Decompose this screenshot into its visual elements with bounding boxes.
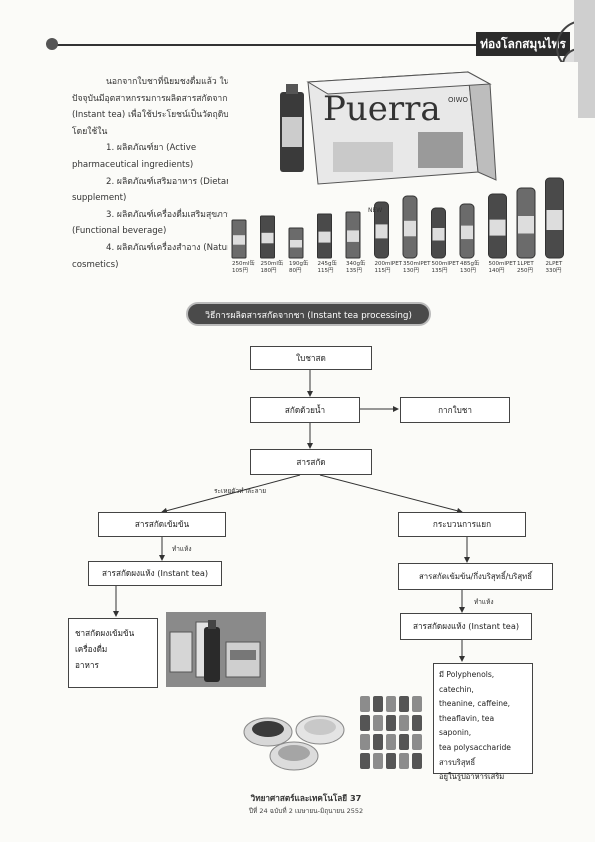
footer-title: วิทยาศาสตร์และเทคโนโลยี 37 <box>250 793 362 803</box>
step-separation: กระบวนการแยก <box>398 512 526 537</box>
instant-tea-products-photo <box>166 612 266 687</box>
tea-powder-photo <box>238 696 350 778</box>
step-dry-powder: สารสกัดผงแห้ง (Instant tea) <box>88 561 222 586</box>
footer-subtitle: ปีที่ 24 ฉบับที่ 2 เมษายน-มิถุนายน 2552 <box>248 807 364 815</box>
label-dry-right: ทำแห้ง <box>474 598 494 606</box>
step-extract: สารสกัด <box>250 449 372 475</box>
header-bullet-icon <box>46 38 58 50</box>
step-dry-powder-right: สารสกัดผงแห้ง (Instant tea) <box>400 613 532 640</box>
left-result-box: ชาสกัดผงเข้มข้น เครื่องดื่ม อาหาร <box>68 618 158 688</box>
new-label: NEW <box>368 207 382 214</box>
intro-item: 3. ผลิตภัณฑ์เครื่องดื่มเสริมสุขภาพ (Func… <box>72 209 234 237</box>
right-result-box: มี Polyphenols, catechin, theanine, caff… <box>433 663 533 781</box>
intro-text: นอกจากใบชาที่นิยมชงดื่มแล้ว ในปัจจุบันมี… <box>72 74 254 273</box>
step-concentrate: สารสกัดเข้มข้น <box>98 512 226 537</box>
step-purified: สารสกัดเข้มข้น/กึ่งบริสุทธิ์/บริสุทธิ์ <box>398 563 553 590</box>
intro-item: 1. ผลิตภัณฑ์ยา (Active pharmaceutical in… <box>72 143 197 170</box>
left-result-line: อาหาร <box>75 660 99 670</box>
right-result-line: สารบริสุทธิ์ <box>439 757 476 767</box>
supplements-photo <box>356 690 428 772</box>
right-result-line: tea polysaccharide <box>439 742 511 752</box>
product-box-text: OIWO <box>448 96 468 104</box>
right-result-line: theanine, caffeine, <box>439 699 511 709</box>
left-result-line: เครื่องดื่ม <box>75 644 108 654</box>
step-residue: กากใบชา <box>400 397 510 423</box>
step-water-extract: สกัดด้วยน้ำ <box>250 397 360 423</box>
intro-paragraph: นอกจากใบชาที่นิยมชงดื่มแล้ว ในปัจจุบันมี… <box>72 77 240 137</box>
right-result-line: มี Polyphenols, catechin, <box>439 670 495 694</box>
label-dry-left: ทำแห้ง <box>172 545 192 553</box>
step-fresh-leaf: ใบชาสด <box>250 346 372 370</box>
section-title: ท่องโลกสมุนไพร <box>476 32 570 56</box>
intro-item: 4. ผลิตภัณฑ์เครื่องสำอาง (Natural cosmet… <box>72 242 239 270</box>
right-result-line: อยู่ในรูปอาหารเสริม <box>439 772 505 782</box>
intro-item: 2. ผลิตภัณฑ์เสริมอาหาร (Dietary suppleme… <box>72 176 235 204</box>
product-brand: Puerra <box>323 89 441 129</box>
label-evaporate: ระเหยตัวทำละลาย <box>214 487 267 495</box>
process-banner: วิธีการผลิตสารสกัดจากชา (Instant tea pro… <box>186 302 431 326</box>
header-rule <box>55 44 530 46</box>
left-result-line: ชาสกัดผงเข้มข้น <box>75 628 135 638</box>
right-result-line: theaflavin, tea saponin, <box>439 713 495 738</box>
